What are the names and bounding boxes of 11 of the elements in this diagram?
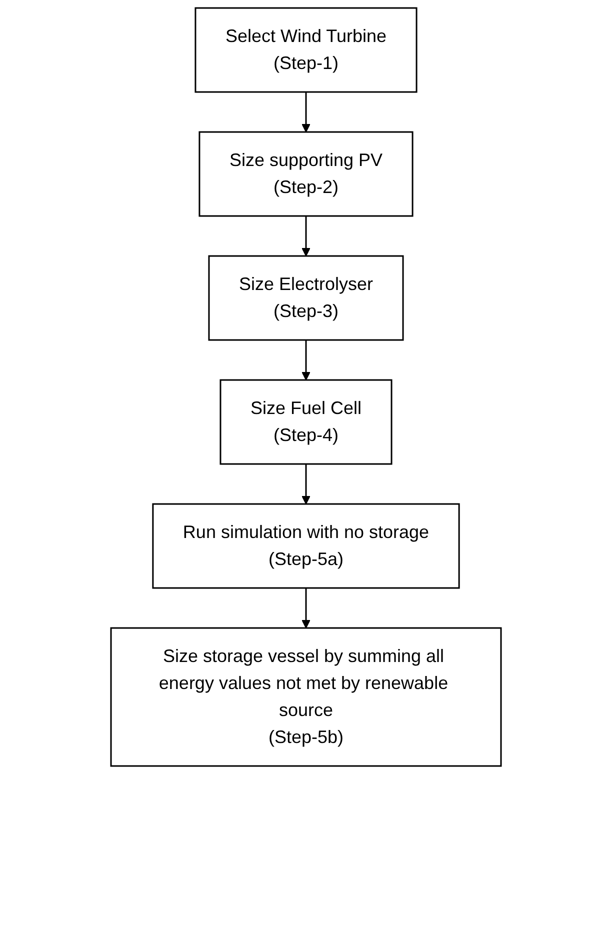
arrow (301, 216, 310, 256)
node-box: Select Wind Turbine (Step-1) (194, 7, 417, 93)
node-box: Size Electrolyser (Step-3) (208, 255, 404, 341)
arrow (301, 92, 310, 132)
node-box: Size storage vessel by summing all energy values not met by renewable source (Step-5b) (110, 627, 502, 767)
node-box: Size supporting PV (Step-2) (198, 131, 413, 217)
node-box: Run simulation with no storage (Step-5a) (152, 503, 460, 589)
arrow (301, 588, 310, 628)
arrow (301, 464, 310, 504)
arrow (301, 340, 310, 380)
node-box: Size Fuel Cell (Step-4) (219, 379, 392, 465)
